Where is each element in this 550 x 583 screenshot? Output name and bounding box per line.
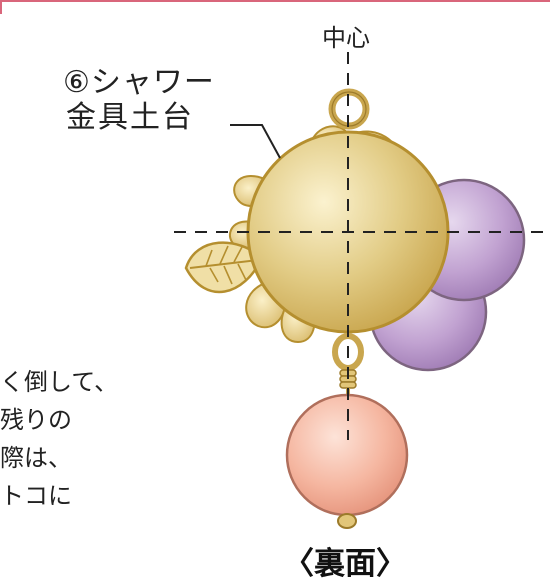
instruction-text-line: く倒して、 <box>0 368 119 396</box>
part-label-line1: ⑥シャワー <box>63 65 215 100</box>
instruction-text-line: トコに <box>0 482 72 510</box>
top-frame-border <box>0 0 550 2</box>
center-label: 中心 <box>322 24 370 52</box>
instruction-text-line: 残りの <box>0 406 72 434</box>
instruction-text-line: 際は、 <box>0 444 72 472</box>
view-caption: 〈裏面〉 <box>283 546 407 582</box>
frame-corner <box>0 0 10 14</box>
part-label-line2: 金具土台 <box>66 100 194 135</box>
label-leader-line <box>230 124 281 159</box>
pin-head <box>337 513 357 529</box>
